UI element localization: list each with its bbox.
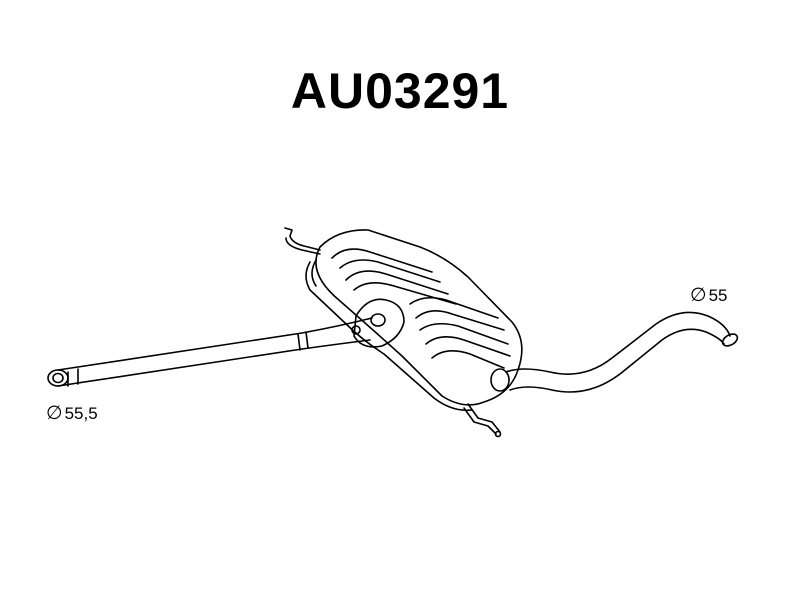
muffler-body — [305, 229, 523, 412]
hanger-top — [284, 227, 321, 255]
mounting-flange — [351, 298, 405, 348]
outlet-pipe-end — [721, 333, 739, 347]
inlet-diameter-value: 55,5 — [64, 404, 98, 423]
inlet-pipe — [47, 317, 373, 387]
diameter-symbol: ∅ — [46, 403, 63, 424]
outlet-diameter-label: ∅55 — [690, 284, 727, 307]
outlet-diameter-value: 55 — [708, 286, 728, 305]
hanger-bottom — [463, 403, 502, 438]
diameter-symbol: ∅ — [690, 285, 707, 306]
inlet-diameter-label: ∅55,5 — [46, 402, 98, 425]
outlet-pipe — [505, 311, 739, 393]
inlet-pipe-end — [47, 369, 69, 387]
part-number-title: AU03291 — [290, 63, 510, 119]
